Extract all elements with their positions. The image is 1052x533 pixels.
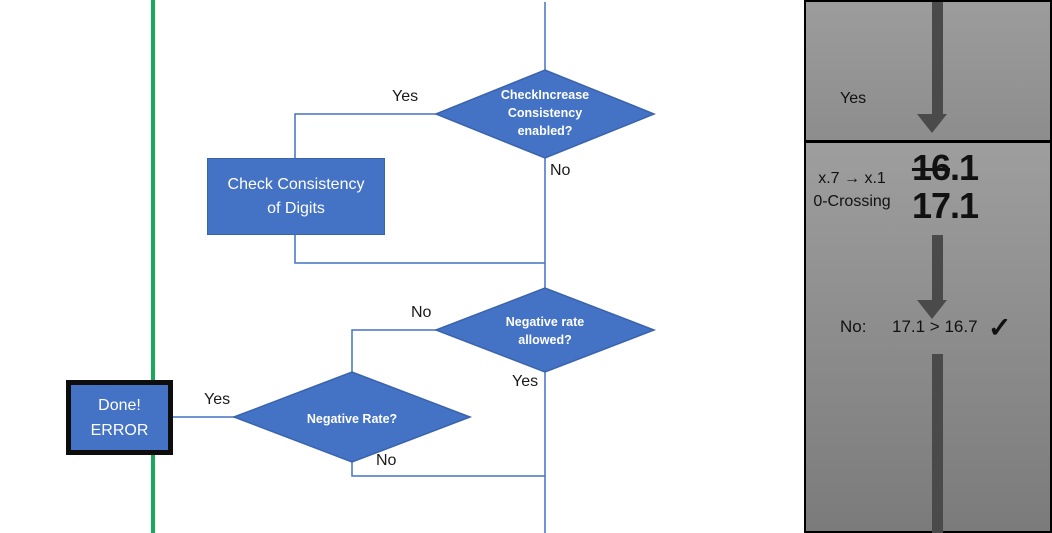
- zero-crossing-note: x.7 → x.1 0-Crossing: [806, 167, 898, 213]
- check-consistency-box: Check Consistency of Digits: [207, 158, 385, 235]
- negative-rate-allowed-line1: Negative rate: [505, 315, 585, 329]
- down-arrow-icon: [917, 114, 947, 133]
- old-rate-value: 16.1: [902, 149, 988, 187]
- connector-no-return: [351, 462, 545, 477]
- negative-rate-diamond-shape: [231, 371, 473, 463]
- crossing-note-line1: x.7 → x.1: [818, 170, 886, 187]
- check-consistency-line2: of Digits: [267, 199, 325, 217]
- old-rate-rest: .1: [950, 147, 979, 188]
- decision-diamonds: [231, 69, 657, 463]
- side-panel-top: Yes: [804, 0, 1052, 142]
- check-increase-diamond-shape: [433, 69, 657, 159]
- check-increase-diamond-text: CheckIncrease Consistency enabled?: [460, 86, 630, 140]
- error-line: ERROR: [90, 421, 149, 439]
- label-check-increase-yes: Yes: [392, 88, 419, 105]
- label-check-increase-no: No: [550, 162, 571, 179]
- checkmark-icon: ✓: [988, 312, 1012, 343]
- comparison-label: No:: [840, 317, 867, 336]
- connector-no-to-negative-rate: [351, 329, 437, 372]
- rate-values: 16.1 17.1: [902, 149, 988, 225]
- negative-rate-diamond-text: Negative Rate?: [262, 410, 442, 428]
- label-negative-rate-no: No: [376, 452, 397, 469]
- panel-yes-label: Yes: [840, 90, 867, 107]
- label-negative-rate-yes: Yes: [204, 391, 231, 408]
- down-arrow-shaft-2: [932, 235, 943, 300]
- connector-lines: [173, 2, 546, 533]
- done-error-box: Done! ERROR: [66, 380, 173, 455]
- down-arrow-icon-2: [917, 300, 947, 319]
- negative-rate-label: Negative Rate?: [306, 412, 398, 426]
- check-increase-line3: enabled?: [517, 124, 573, 138]
- green-divider-line: [151, 0, 155, 533]
- negative-rate-allowed-diamond-text: Negative rate allowed?: [460, 313, 630, 349]
- old-rate-struck: 16: [911, 147, 951, 188]
- down-arrow-shaft-1: [932, 2, 943, 114]
- check-increase-line2: Consistency: [507, 106, 583, 120]
- down-arrow-shaft-3: [932, 354, 943, 533]
- side-panel-bottom: x.7 → x.1 0-Crossing 16.1 17.1 No: 17.1 …: [804, 141, 1052, 533]
- new-rate-value: 17.1: [911, 185, 979, 226]
- label-rate-allowed-yes: Yes: [512, 373, 539, 390]
- label-rate-allowed-no: No: [411, 304, 432, 321]
- negative-rate-allowed-diamond-shape: [433, 287, 657, 373]
- connector-yes-to-checkbox: [294, 113, 437, 158]
- check-consistency-line1: Check Consistency: [227, 175, 365, 193]
- crossing-note-line2: 0-Crossing: [813, 193, 891, 210]
- check-increase-line1: CheckIncrease: [500, 88, 590, 102]
- comparison-expression: 17.1 > 16.7: [892, 317, 978, 336]
- negative-rate-allowed-line2: allowed?: [518, 333, 572, 347]
- done-line: Done!: [98, 396, 141, 414]
- connector-checkbox-return: [294, 235, 545, 264]
- flowchart-graphics: [173, 2, 657, 533]
